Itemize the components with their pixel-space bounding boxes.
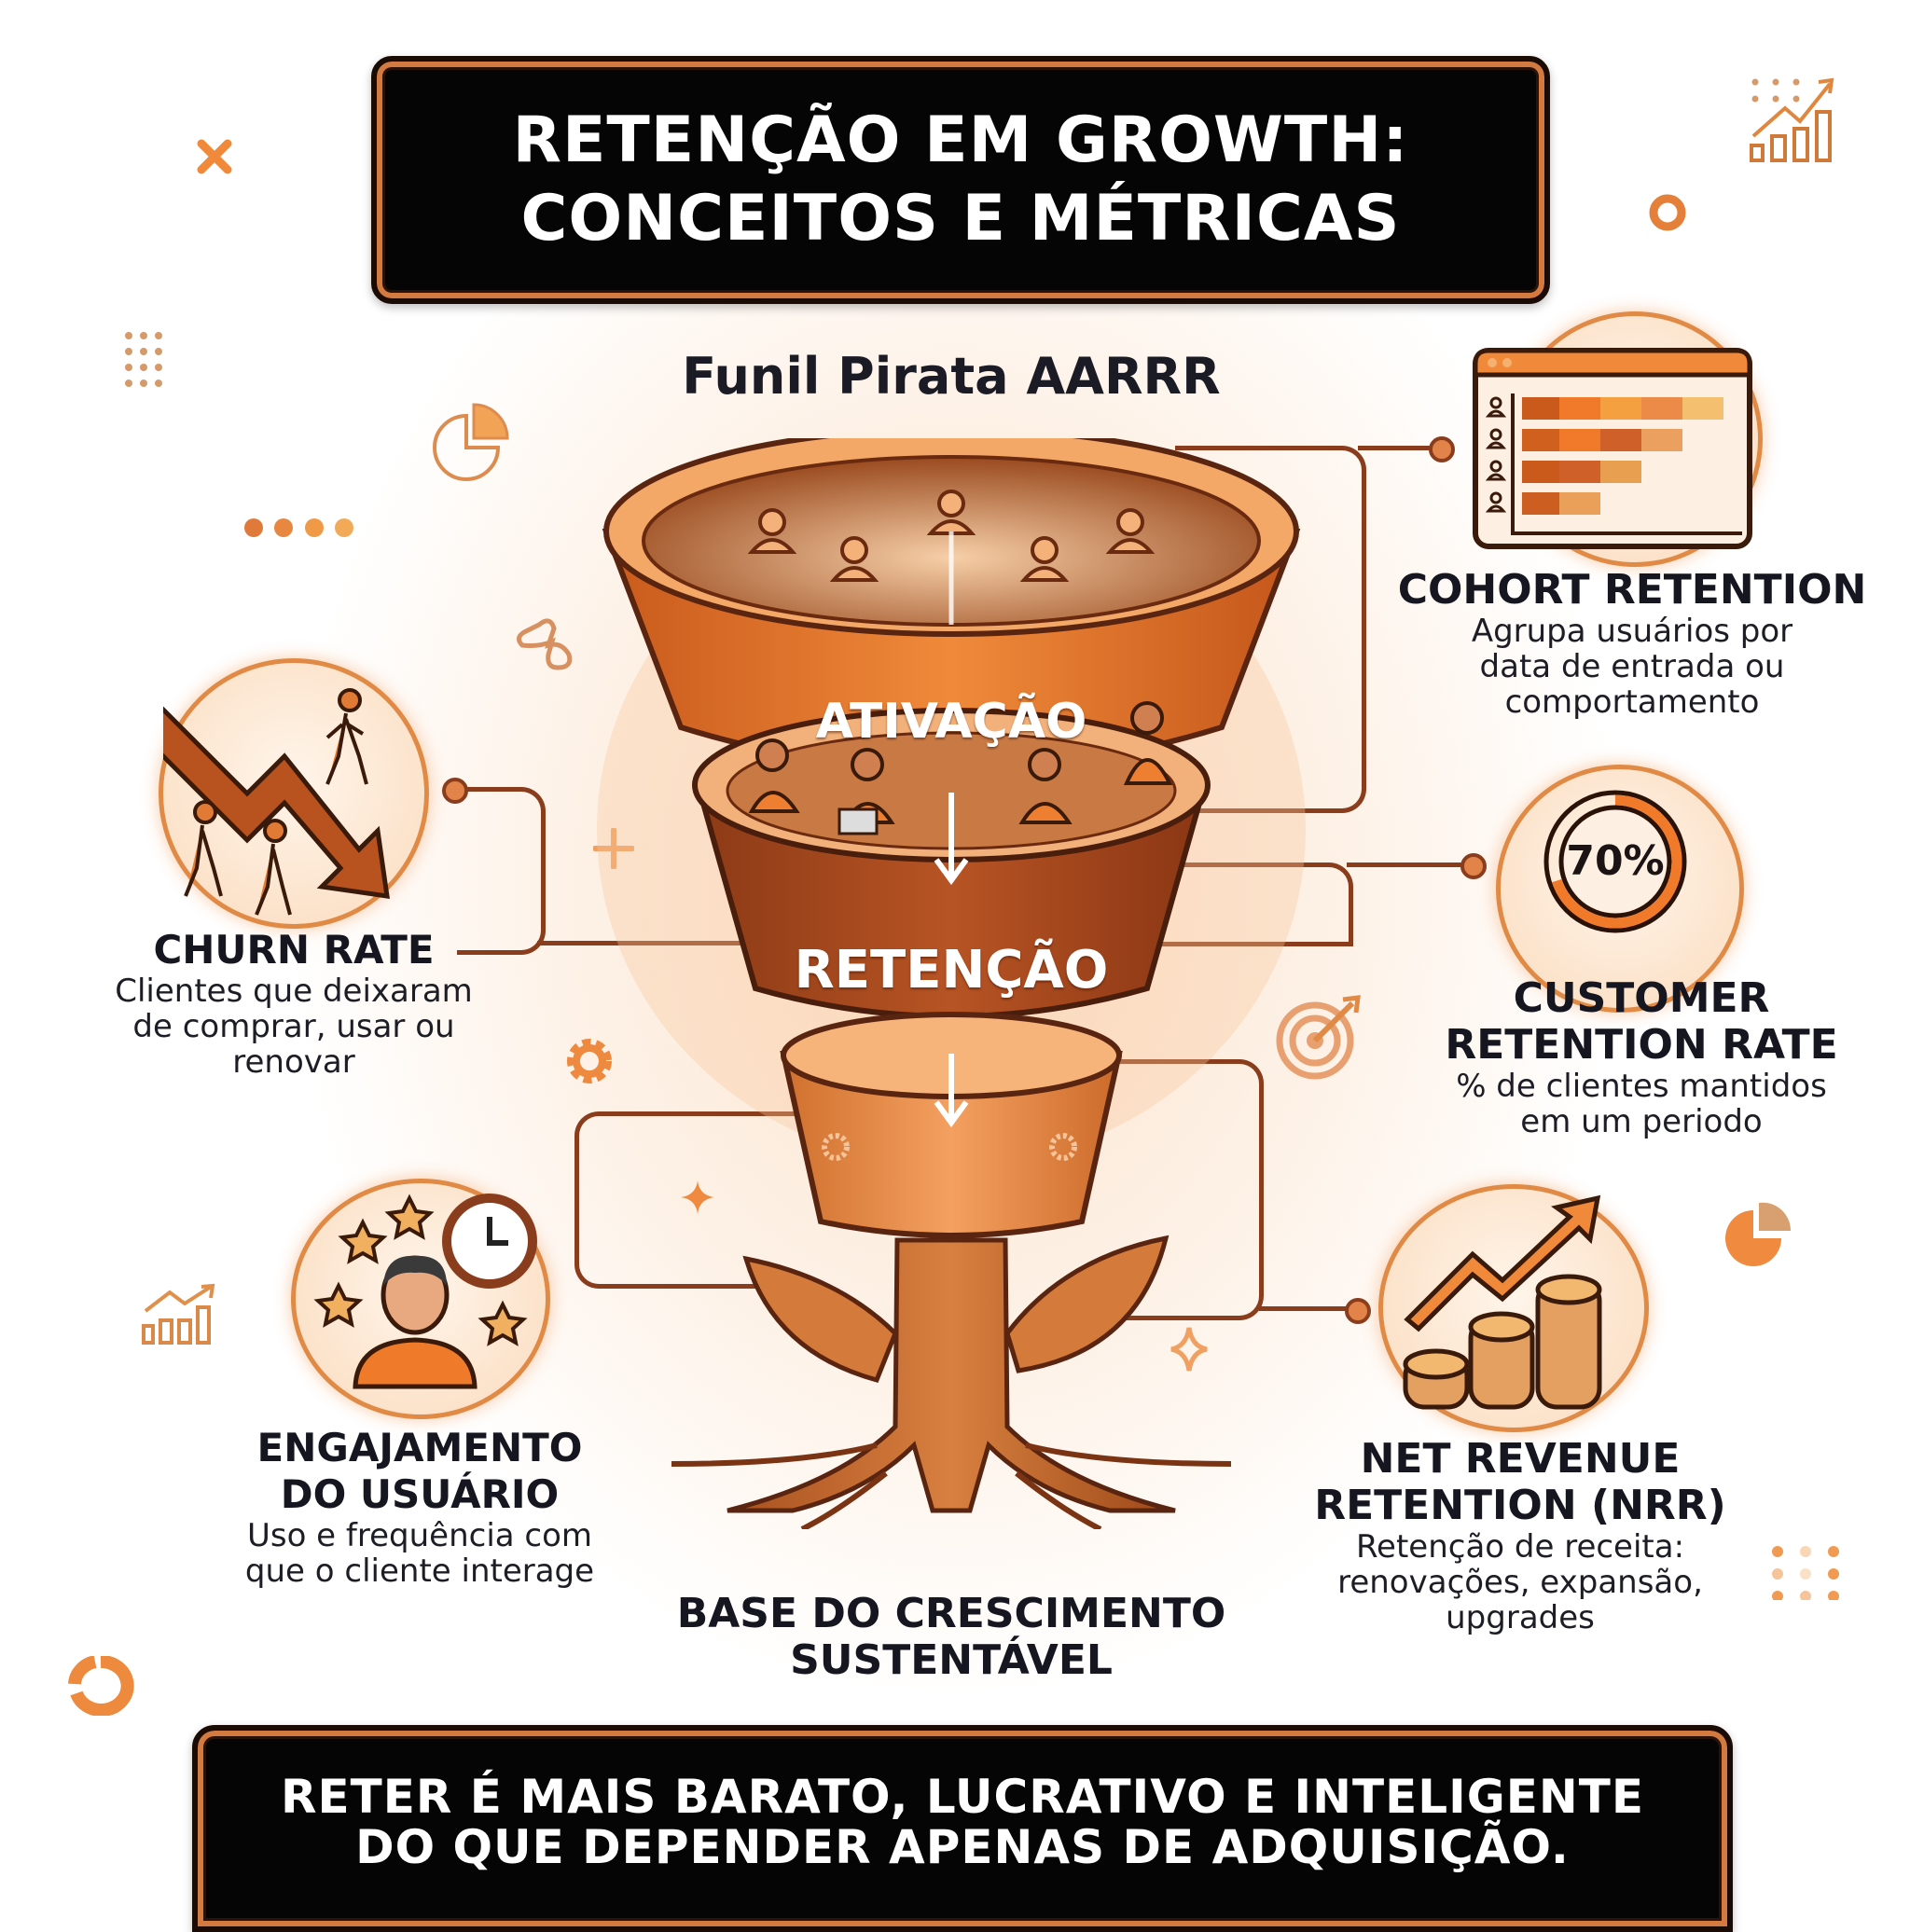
metric-nrr: NET REVENUE RETENTION (NRR) Retenção de … <box>1314 1435 1726 1636</box>
donut-gauge-icon <box>1543 790 1687 933</box>
title-line-1: RETENÇÃO EM GROWTH: <box>512 104 1409 177</box>
connector-dot-churn <box>442 778 468 804</box>
refresh-cycle-icon <box>68 1656 134 1716</box>
title-banner: RETENÇÃO EM GROWTH: CONCEITOS E MÉTRICAS <box>371 56 1550 304</box>
metric-cohort: COHORT RETENTION Agrupa usuários por dat… <box>1397 566 1867 721</box>
cohort-chart-window-icon <box>1473 348 1752 549</box>
people-working-icon <box>748 701 1173 835</box>
churn-title: CHURN RATE <box>153 927 435 973</box>
connector-churn-extend <box>537 941 752 945</box>
downtrend-arrow-people-icon <box>131 688 390 916</box>
growth-chart-icon <box>1750 77 1834 162</box>
sparkle-outline-icon <box>1170 1327 1208 1372</box>
connector-churn <box>457 787 546 955</box>
connector-dot-nrr <box>1345 1298 1371 1324</box>
funnel-stage-retencao: RETENÇÃO <box>794 940 1109 1000</box>
gauge-value: 70% <box>1566 837 1665 885</box>
dots-row-icon <box>244 518 353 537</box>
user-stars-clock-icon <box>313 1194 537 1389</box>
footer-banner: RETER É MAIS BARATO, LUCRATIVO E INTELIG… <box>192 1725 1733 1932</box>
title-line-2: CONCEITOS E MÉTRICAS <box>520 182 1401 255</box>
churn-icon-circle <box>131 658 429 929</box>
connector-dot-cohort <box>1429 436 1455 462</box>
funnel-illustration <box>597 438 1306 1529</box>
link-chain-icon <box>517 618 573 670</box>
gear-icon <box>567 1039 612 1083</box>
sparkle-icon <box>681 1180 714 1214</box>
dot-grid-small-icon <box>1772 1546 1839 1600</box>
connector-customer-retention-top <box>1347 862 1464 867</box>
funnel-subtitle: Funil Pirata AARRR <box>682 347 1221 406</box>
nrr-icon-circle <box>1378 1184 1649 1432</box>
coins-growth-arrow-icon <box>1403 1194 1602 1410</box>
footer-line-1: RETER É MAIS BARATO, LUCRATIVO E INTELIG… <box>280 1770 1645 1824</box>
connector-cohort-top <box>1358 446 1432 450</box>
connector-dot-customer-retention <box>1460 853 1487 879</box>
target-icon <box>1276 995 1361 1080</box>
connector-engagement <box>574 1111 812 1289</box>
base-label: BASE DO CRESCIMENTO SUSTENTÁVEL <box>676 1590 1226 1684</box>
sparkle-plus-icon <box>593 828 634 869</box>
growth-bars-icon <box>142 1283 215 1345</box>
connector-nrr-extend <box>1259 1306 1352 1311</box>
x-mark-icon <box>197 139 232 174</box>
metric-churn: CHURN RATE Clientes que deixaram de comp… <box>84 927 504 1080</box>
users-in-funnel-icon <box>747 490 1156 582</box>
ring-icon <box>1649 194 1686 231</box>
footer-line-2: DO QUE DEPENDER APENAS DE ADQUISIÇÃO. <box>355 1820 1570 1874</box>
metric-customer-retention: CUSTOMER RETENTION RATE % de clientes ma… <box>1445 974 1838 1140</box>
connector-nrr <box>1119 1059 1264 1320</box>
metric-engagement: ENGAJAMENTO DO USUÁRIO Uso e frequência … <box>244 1425 595 1590</box>
pie-chart-filled-icon <box>1725 1202 1792 1266</box>
funnel-stage-ativacao: ATIVAÇÃO <box>815 694 1087 750</box>
dot-grid-icon <box>125 332 162 387</box>
pie-chart-icon <box>433 403 509 481</box>
engagement-icon-circle <box>291 1179 550 1419</box>
